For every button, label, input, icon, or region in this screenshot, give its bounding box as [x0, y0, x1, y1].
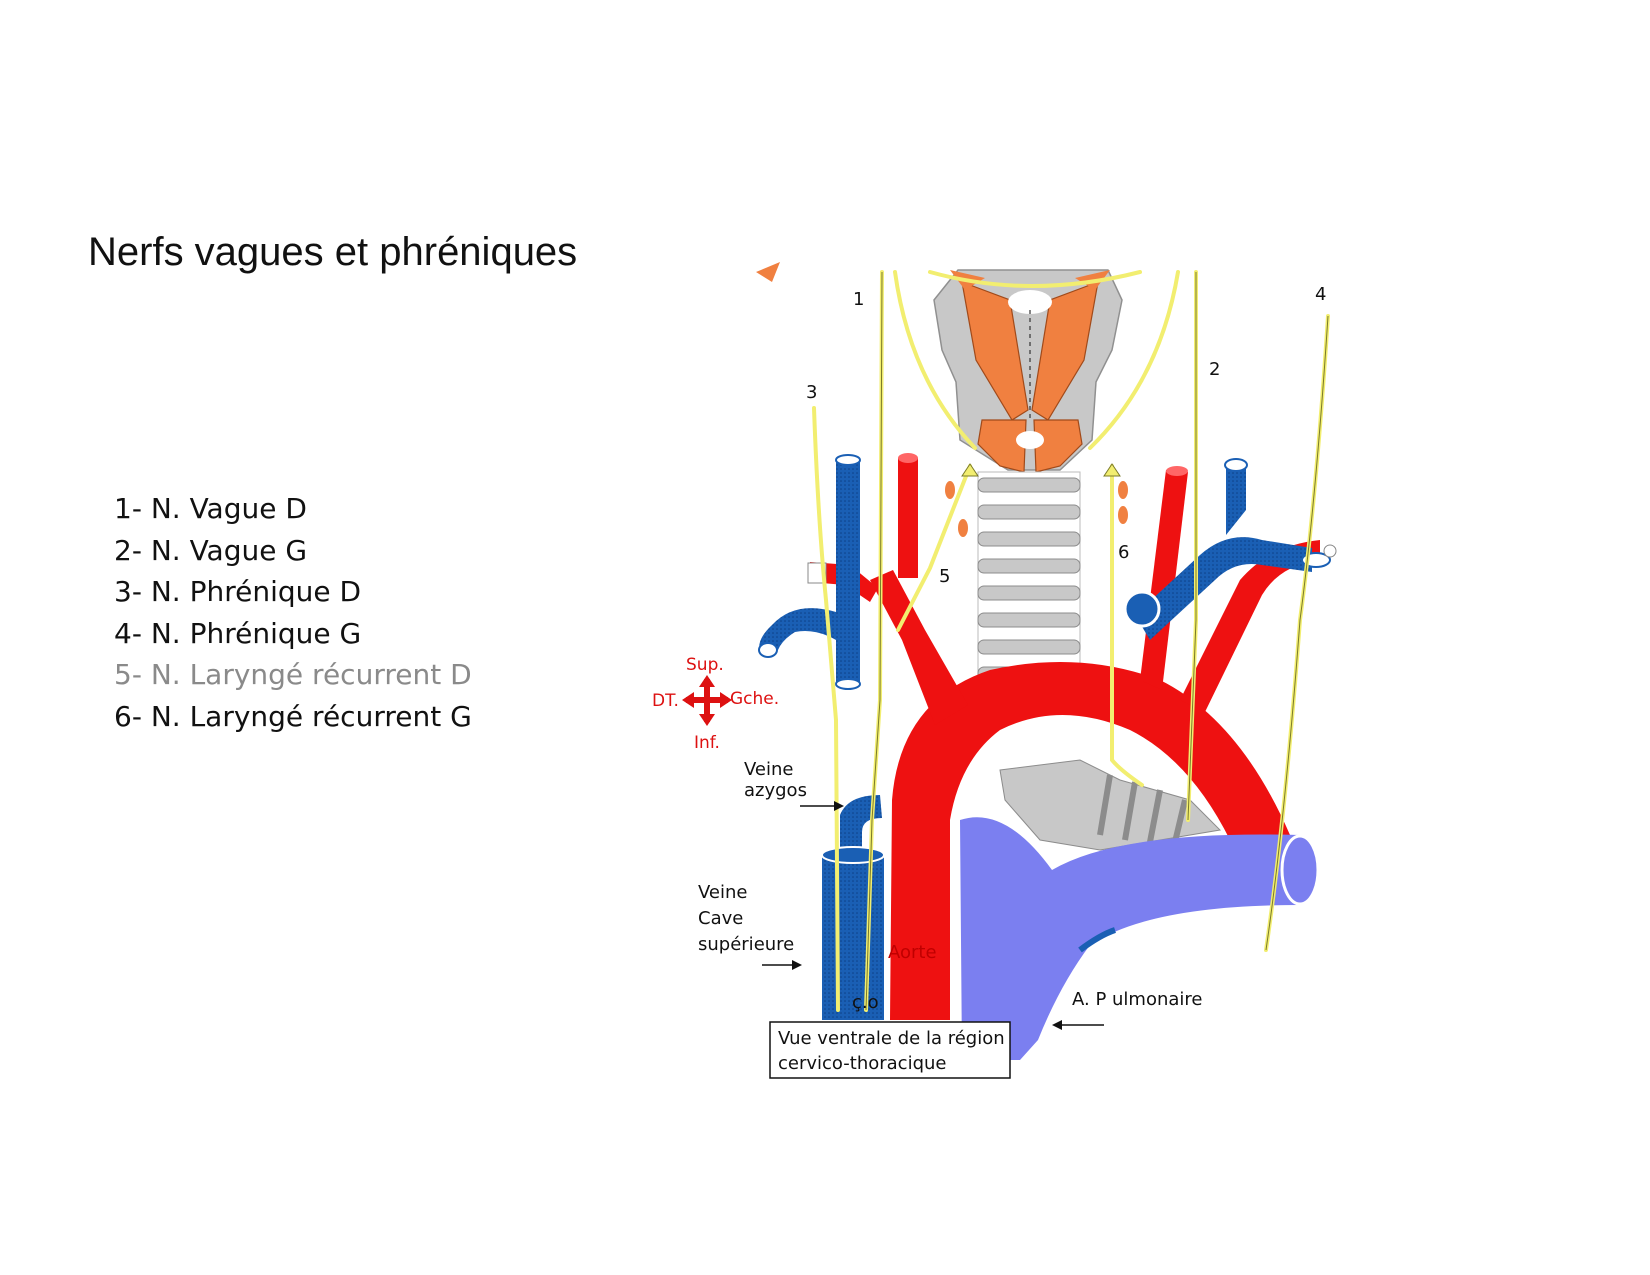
right-subclavian-vein-end [758, 642, 778, 658]
svc-top [821, 846, 885, 864]
orientation-arrow-left [682, 692, 694, 708]
left-jugular-top [1224, 458, 1248, 472]
label-number-5: 5 [939, 566, 950, 587]
left-brachiocephalic-vein [1135, 537, 1312, 640]
legend-list: 1- N. Vague D 2- N. Vague G 3- N. Phréni… [114, 488, 472, 738]
label-number-3: 3 [806, 382, 817, 403]
orientation-arrow-up [699, 675, 715, 687]
nerve-laryngeal-recurrent-right [896, 464, 972, 632]
right-carotid-top [898, 453, 918, 463]
pulmonary-trunk [960, 817, 1300, 1060]
left-brachiocephalic-vein-end [1123, 590, 1161, 628]
arrow-nerve-5 [961, 463, 979, 477]
nerve-phrenic-right [812, 406, 840, 1012]
arrow-azygos-head [834, 801, 844, 811]
gland-3 [1118, 481, 1128, 499]
legend-item-laryngé-recurrent-g: 6- N. Laryngé récurrent G [114, 699, 472, 733]
nerve-top-arc [928, 270, 1142, 288]
cricoid-center [1016, 431, 1044, 449]
laryngeal-muscle-right [1031, 281, 1099, 421]
orientation-right: DT. [652, 691, 679, 711]
nerve-outlines [865, 271, 1329, 1011]
arrow-pulmonaire-head [1052, 1020, 1062, 1030]
left-carotid-top [1166, 466, 1188, 476]
brachiocephalic-trunk [870, 570, 968, 725]
nerve-upper-right [1088, 270, 1180, 450]
arrow-nerve-6 [1103, 463, 1121, 477]
arrow-vcs-head [792, 960, 802, 970]
label-number-6: 6 [1118, 542, 1129, 563]
nerve-laryngeal-recurrent-left [1110, 464, 1144, 787]
laryngeal-muscle-left [961, 281, 1029, 421]
label-vcs-1: Veine [698, 882, 747, 903]
gland-2 [958, 519, 968, 537]
cricothyroid-muscle-left [977, 419, 1027, 473]
orientation-left: Gche. [730, 689, 779, 709]
right-internal-jugular [836, 460, 860, 685]
legend-item-vague-d: 1- N. Vague D [114, 492, 307, 525]
left-subclavian-artery-end [1323, 544, 1337, 558]
gland-4 [1118, 506, 1128, 524]
legend-item-phrenique-g: 4- N. Phrénique G [114, 616, 362, 650]
bronchial-rings [1097, 774, 1188, 843]
orientation-arrow-down [699, 714, 715, 726]
left-subclavian-artery [1180, 540, 1320, 712]
legend-item-phrenique-d: 3- N. Phrénique D [114, 575, 362, 609]
superior-vena-cava [822, 855, 884, 1020]
caption-box [769, 1021, 1011, 1079]
label-vcs-2: Cave [698, 908, 743, 929]
slide-title: Nerfs vagues et phréniques [88, 230, 578, 274]
label-number-2: 2 [1209, 359, 1220, 380]
pulmonary-edge [1078, 927, 1117, 953]
label-co: ç.o [852, 992, 879, 1013]
right-jugular-top [835, 454, 861, 466]
legend-item-vague-g: 2- N. Vague G [114, 533, 308, 567]
label-vcs-3: supérieure [698, 934, 794, 955]
label-number-1: 1 [853, 289, 864, 310]
label-veine-azygos-1: Veine [744, 759, 793, 780]
orientation-inf: Inf. [694, 733, 720, 753]
label-number-4: 4 [1315, 284, 1326, 305]
left-internal-jugular [1226, 467, 1246, 535]
right-subclavian-vein [759, 608, 836, 652]
legend-item-laryngé-recurrent-d: 5- N. Laryngé récurrent D [114, 658, 472, 692]
label-aorte: Aorte [888, 942, 937, 963]
cricothyroid-muscle-right [1033, 419, 1083, 473]
bronchi [999, 759, 1222, 851]
label-veine-azygos-2: azygos [744, 780, 807, 801]
gland-1 [945, 481, 955, 499]
cartilage-notch [1008, 290, 1052, 314]
orientation-sup: Sup. [686, 655, 724, 675]
caption-line-1: Vue ventrale de la région [778, 1028, 1005, 1049]
muscle-fragment [756, 262, 780, 282]
caption-line-2: cervico-thoracique [778, 1053, 946, 1074]
nerve-upper-left [893, 270, 977, 450]
orientation-arrow-right [720, 692, 732, 708]
label-pulmonaire: A. P ulmonaire [1072, 989, 1203, 1010]
right-common-carotid [898, 458, 918, 578]
pulmonary-artery-end [1280, 834, 1320, 906]
right-jugular-bottom [835, 678, 861, 690]
